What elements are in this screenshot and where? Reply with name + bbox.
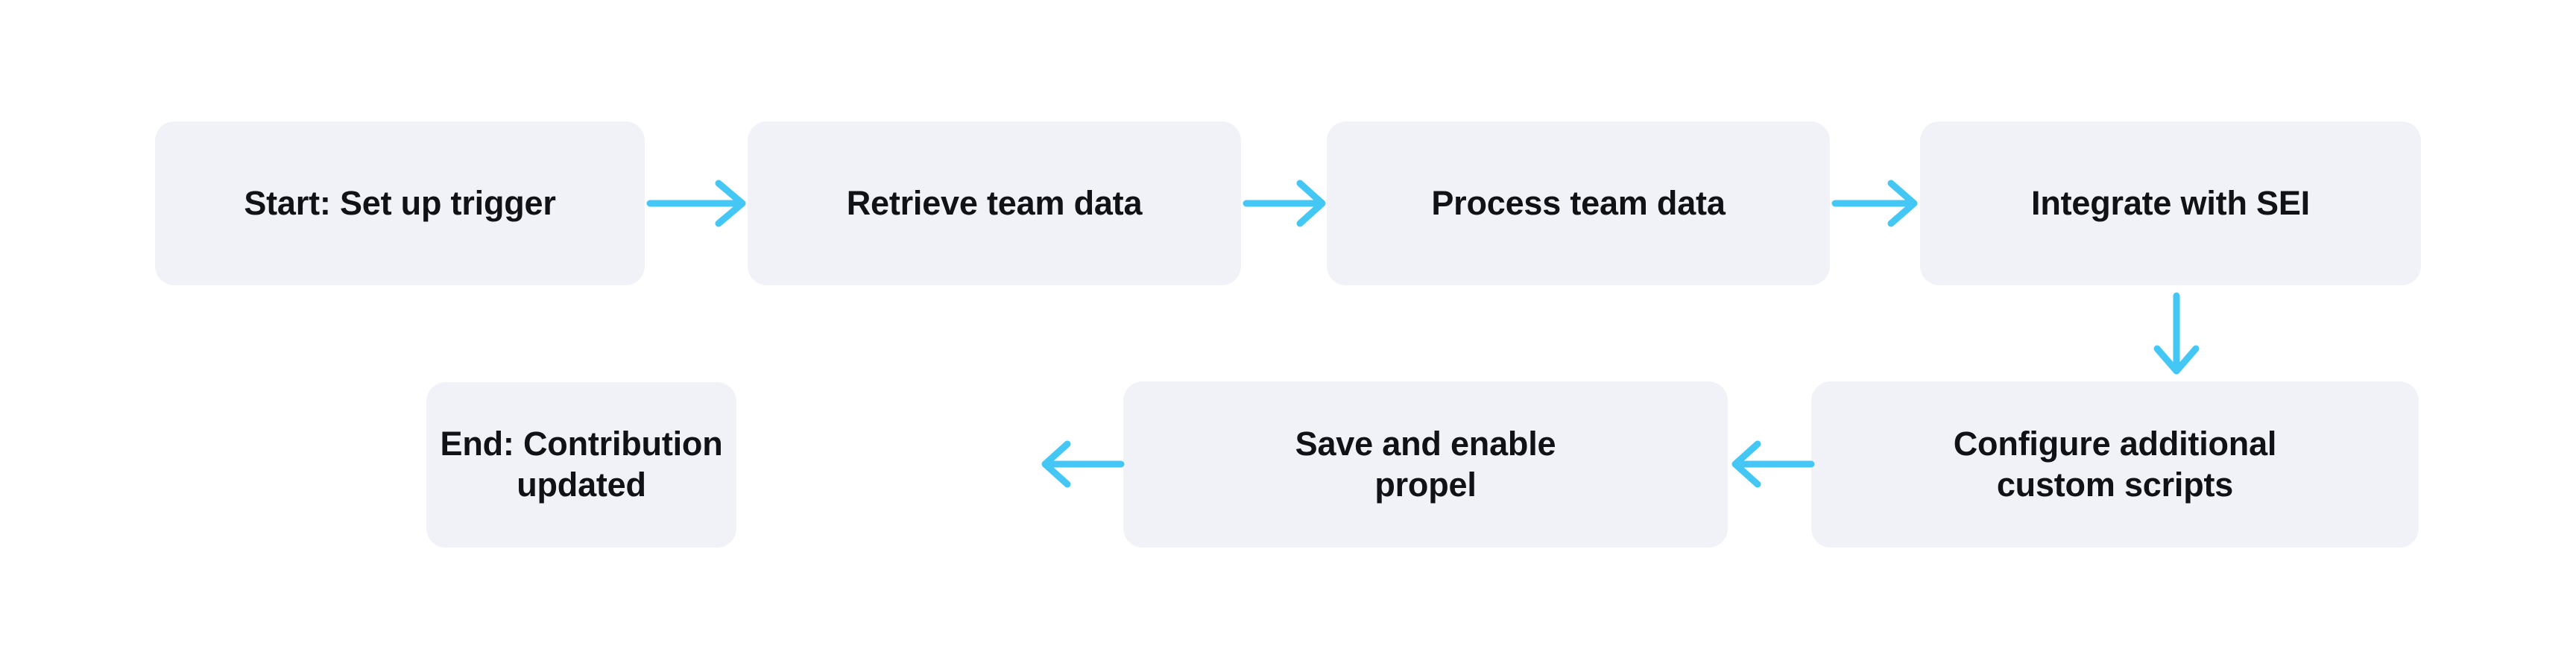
flow-node-configure-custom-scripts[interactable]: Configure additional custom scripts [1811, 381, 2419, 548]
flow-node-label: Process team data [1431, 183, 1726, 222]
flow-node-process-team-data[interactable]: Process team data [1327, 121, 1830, 285]
arrow-left-icon [739, 438, 1126, 490]
arrow-right-icon [646, 177, 750, 229]
flow-node-label: Configure additional custom scripts [1953, 424, 2277, 504]
flow-node-end[interactable]: End: Contribution updated [426, 382, 736, 548]
flow-node-label: Retrieve team data [846, 183, 1143, 222]
arrow-left-icon [1728, 438, 1815, 490]
flow-node-integrate-with-sei[interactable]: Integrate with SEI [1920, 121, 2421, 285]
flow-node-label: End: Contribution updated [440, 425, 723, 504]
flow-node-label: Integrate with SEI [2031, 183, 2310, 222]
arrow-right-icon [1243, 177, 1330, 229]
flow-node-label: Save and enable propel [1295, 424, 1556, 504]
arrow-down-icon [2150, 292, 2203, 377]
arrow-right-icon [1831, 177, 1922, 229]
flow-node-label: Start: Set up trigger [244, 183, 556, 222]
flow-node-save-and-enable-propel[interactable]: Save and enable propel [1123, 381, 1728, 548]
flow-node-start[interactable]: Start: Set up trigger [155, 121, 645, 285]
flow-node-retrieve-team-data[interactable]: Retrieve team data [748, 121, 1241, 285]
